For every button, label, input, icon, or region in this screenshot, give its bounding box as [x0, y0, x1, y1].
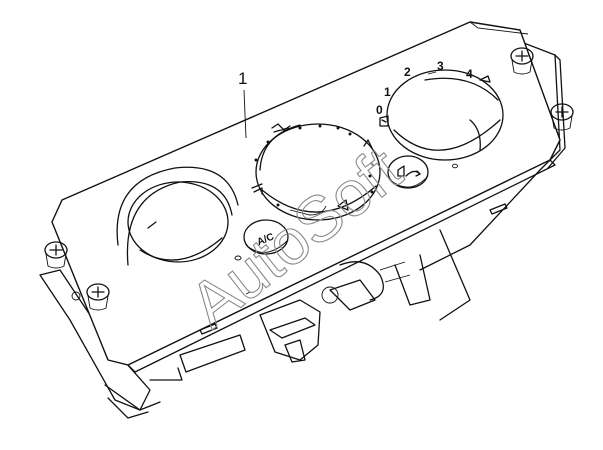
panel-notch: [245, 291, 251, 295]
callout-1: 1: [238, 69, 247, 139]
left-dial[interactable]: [116, 166, 242, 266]
corner-screw-top-right: [510, 47, 534, 75]
fan-speed-label-0: 0: [376, 103, 383, 117]
floor-vent-icon: [337, 199, 349, 211]
fan-speed-label-3: 3: [437, 59, 444, 73]
corner-screw-bottom-left: [86, 283, 110, 311]
defrost-icon: [271, 123, 291, 133]
face-vent-icon: [251, 183, 263, 195]
fan-speed-label-1: 1: [384, 85, 391, 99]
indicator-slot-left: [199, 323, 218, 335]
right-dial[interactable]: [386, 69, 504, 169]
front-panel: [51, 21, 561, 373]
fan-speed-label-2: 2: [404, 65, 411, 79]
callout-label: 1: [238, 69, 247, 88]
left-mounting-bracket: [39, 269, 161, 419]
connector-block: [149, 261, 411, 381]
corner-screw-right: [550, 103, 574, 131]
fan-speed-scale: 0 1 2 3 4: [376, 59, 491, 127]
fan-speed-label-4: 4: [466, 67, 473, 81]
center-dial[interactable]: [251, 123, 381, 221]
mixed-vent-icon: [363, 139, 373, 149]
fan-icon: [379, 115, 389, 127]
recirculation-icon: [397, 165, 421, 177]
recirculation-button[interactable]: [387, 155, 429, 189]
fan-max-icon: [479, 75, 491, 83]
corner-screw-left: [44, 241, 68, 269]
distribution-tick-marks: [254, 124, 374, 207]
indicator-slot-right: [489, 203, 508, 215]
